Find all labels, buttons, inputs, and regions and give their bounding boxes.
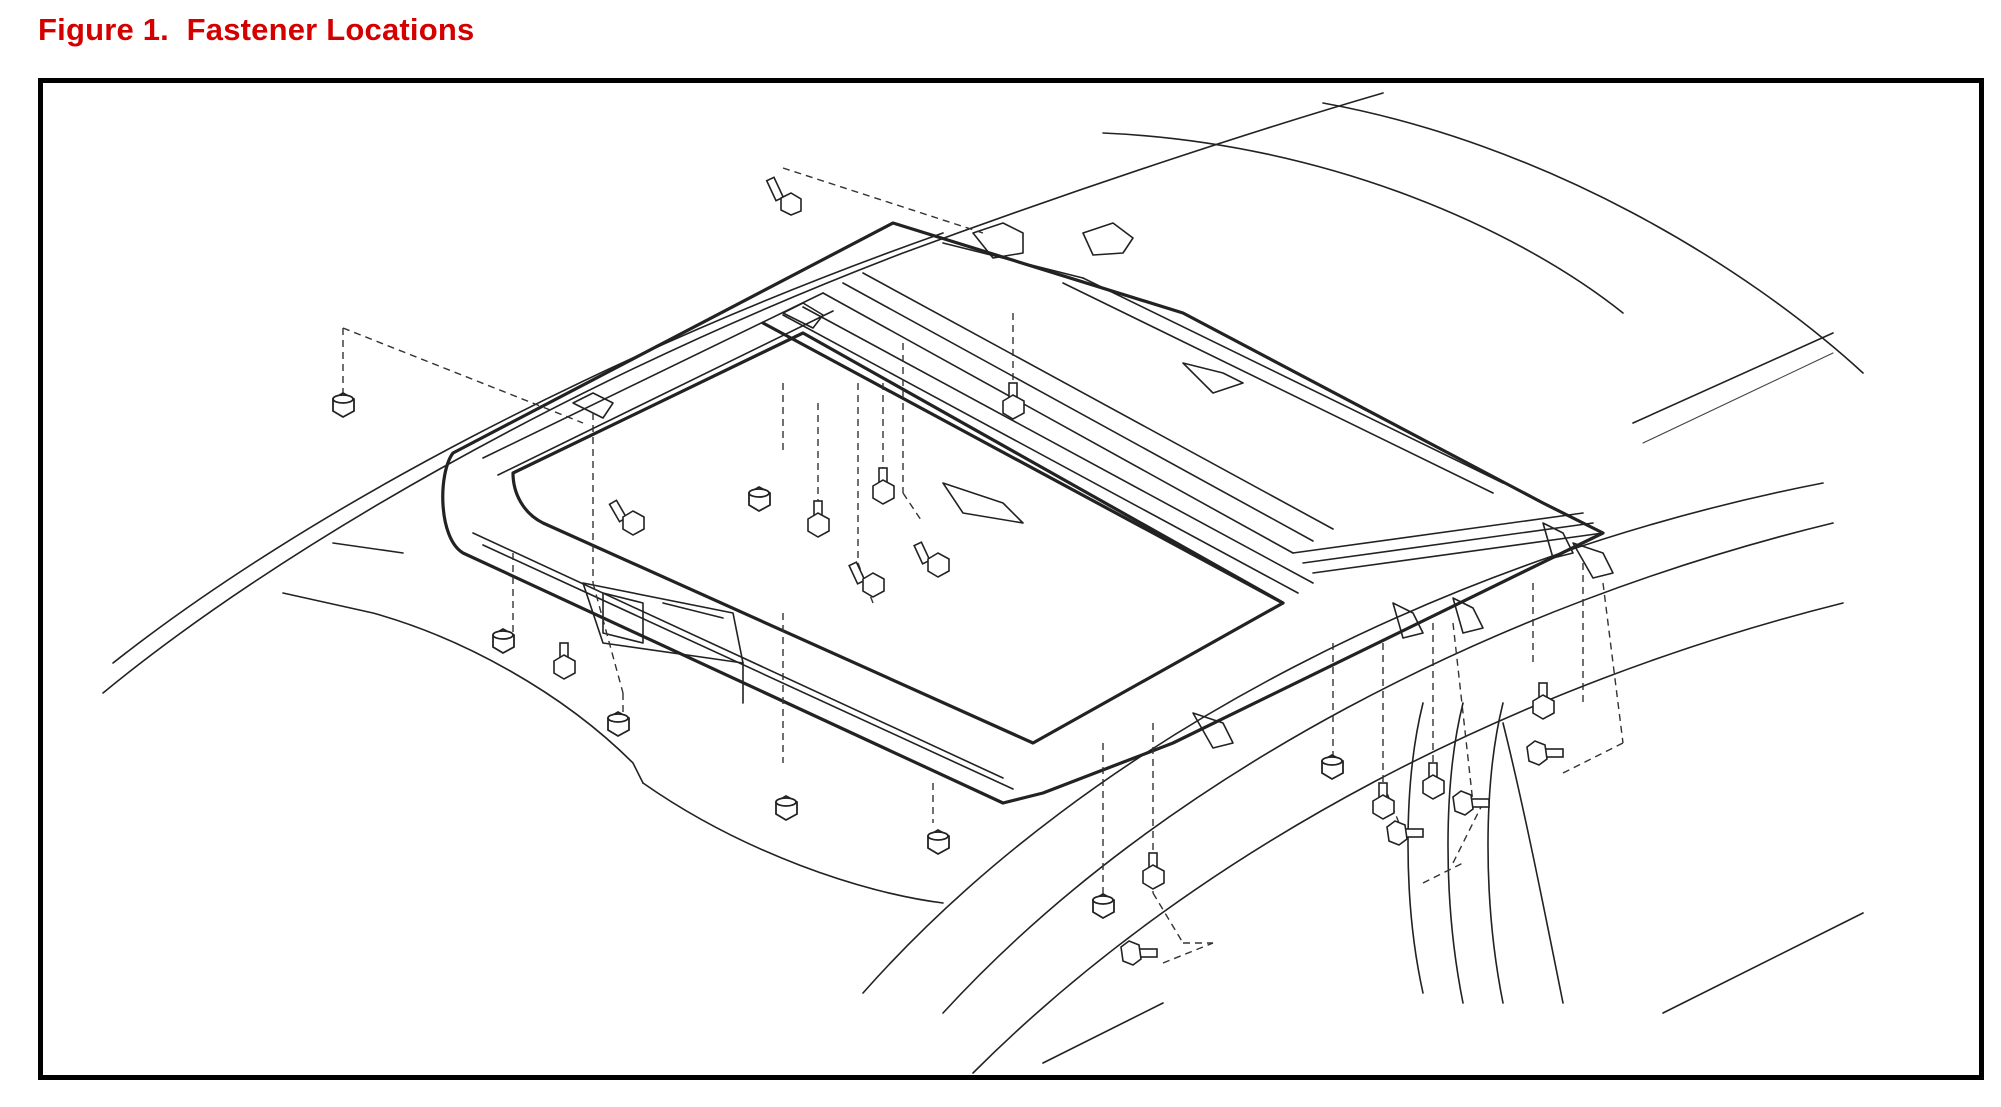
bolt (1002, 382, 1025, 420)
nut (607, 710, 630, 738)
bolt (848, 561, 885, 598)
bolt (1532, 682, 1555, 720)
bolt (913, 541, 950, 578)
bolt (1142, 852, 1165, 890)
bolt (807, 500, 830, 538)
nut (1321, 753, 1344, 781)
nut-fasteners (332, 391, 1344, 920)
nut (927, 828, 950, 856)
sunroof-housing-frame (441, 221, 1614, 805)
bolt (1526, 740, 1564, 766)
bolt (1120, 940, 1158, 966)
bolt (608, 499, 645, 536)
diagram-frame (38, 78, 1984, 1080)
nut (492, 627, 515, 655)
nut (775, 794, 798, 822)
roof-panel-outline (102, 92, 1864, 1074)
sunroof-fastener-diagram (102, 92, 1864, 1074)
nut (1092, 892, 1115, 920)
bolt (1372, 782, 1395, 820)
bolt-fasteners (553, 176, 1564, 966)
bolt (1422, 762, 1445, 800)
figure-title: Figure 1. Fastener Locations (38, 12, 475, 47)
leader-lines (342, 167, 1624, 964)
nut (332, 391, 355, 419)
nut (748, 485, 771, 513)
bolt (1386, 820, 1424, 846)
bolt (1452, 790, 1490, 816)
bolt (765, 176, 802, 216)
bolt (872, 467, 895, 505)
bolt (553, 642, 576, 680)
